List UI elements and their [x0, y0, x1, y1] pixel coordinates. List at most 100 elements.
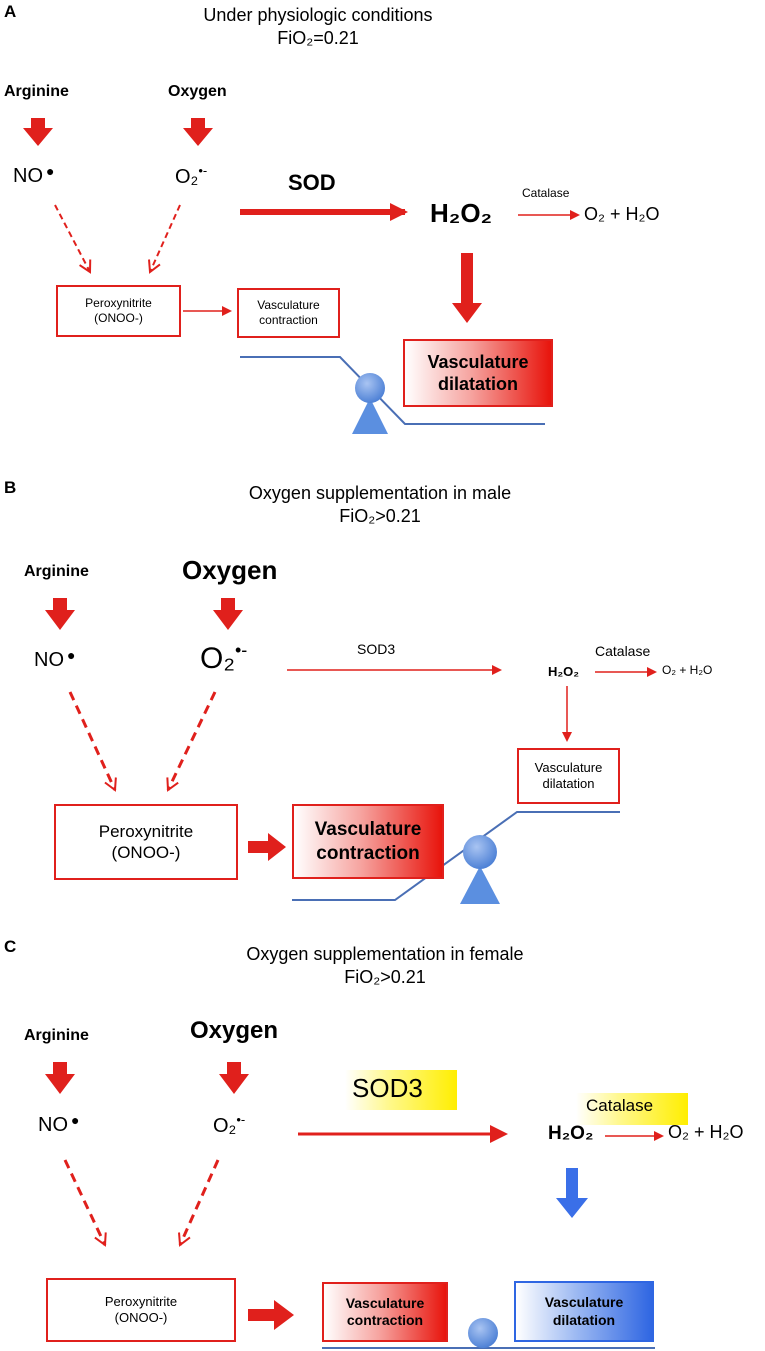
dilatation-line1-b: Vasculature [534, 759, 603, 775]
radical-dot-c: ● [71, 1112, 80, 1128]
balance-pivot-ball-a [355, 373, 385, 403]
superoxide-b: O₂•- [200, 640, 247, 676]
contraction-box-c: Vasculature contraction [322, 1282, 448, 1342]
arginine-down-arrow-a [23, 118, 53, 146]
sod3-label-b: SOD3 [357, 641, 396, 657]
arginine-down-arrow-c [45, 1062, 75, 1094]
arginine-label-c: Arginine [24, 1027, 89, 1044]
sod3-highlight-c [345, 1070, 457, 1110]
no-to-peroxynitrite-dashed-a [54, 204, 90, 272]
panel-a-arrows [23, 118, 580, 434]
arginine-down-arrow-b [45, 598, 75, 630]
o2-superscript-a: •- [198, 163, 208, 178]
peroxynitrite-label-c: Peroxynitrite [104, 1293, 178, 1309]
o2-to-peroxynitrite-dashed-c [180, 1159, 220, 1245]
peroxynitrite-box-c: Peroxynitrite (ONOO-) [46, 1278, 236, 1342]
catalase-label-a: Catalase [522, 186, 570, 200]
dilatation-line1-c: Vasculature [544, 1294, 624, 1310]
oxygen-label-c: Oxygen [190, 1017, 279, 1044]
onoo-label-b: (ONOO-) [111, 843, 181, 862]
peroxynitrite-to-contraction-arrow-c [248, 1300, 294, 1330]
o2-to-peroxynitrite-dashed-a [150, 204, 181, 272]
contraction-line2-c: contraction [346, 1312, 424, 1328]
panel-title-c: Oxygen supplementation in female [246, 944, 524, 964]
o2-text-b: O₂ [200, 642, 235, 675]
products-a: O₂ + H₂O [584, 204, 660, 224]
products-c: O₂ + H₂O [668, 1122, 744, 1142]
o2-text-a: O₂ [175, 166, 199, 188]
contraction-line2-a: contraction [259, 313, 318, 327]
dilatation-line2-b: dilatation [542, 776, 595, 791]
oxygen-down-arrow-b [213, 598, 243, 630]
superoxide-a: O₂•- [175, 163, 207, 189]
nitric-oxide-c: NO● [38, 1112, 79, 1137]
panel-b-arrows [45, 598, 657, 904]
dilatation-line2-a: dilatation [438, 374, 518, 394]
oxygen-label-b: Oxygen [182, 555, 278, 585]
catalase-label-b: Catalase [595, 643, 651, 659]
onoo-label-c: (ONOO-) [114, 1310, 168, 1325]
no-text-a: NO [13, 165, 43, 187]
dilatation-box-a: Vasculature dilatation [403, 339, 553, 407]
fio2-label-c: FiO₂>0.21 [344, 967, 426, 987]
contraction-line1-c: Vasculature [345, 1294, 425, 1311]
sod3-label-c: SOD3 [352, 1073, 423, 1103]
contraction-box-b: Vasculature contraction [292, 804, 444, 879]
panel-label-b: B [4, 478, 17, 497]
balance-beam-b [292, 811, 620, 901]
h2o2-c: H₂O₂ [548, 1123, 594, 1144]
onoo-label-a: (ONOO-) [94, 311, 143, 325]
o2-superscript-b: •- [234, 640, 248, 660]
h2o2-b: H₂O₂ [548, 664, 580, 679]
contraction-box-a: Vasculature contraction [237, 288, 340, 338]
contraction-line1-b: Vasculature [314, 818, 422, 840]
balance-pivot-ball-c [468, 1318, 498, 1348]
fio2-label-a: FiO₂=0.21 [277, 28, 359, 48]
dilatation-line2-c: dilatation [552, 1311, 616, 1328]
dilatation-line1-a: Vasculature [427, 351, 529, 372]
balance-pivot-ball-b [463, 835, 497, 869]
panel-label-a: A [4, 2, 17, 21]
nitric-oxide-a: NO● [13, 163, 54, 188]
balance-pivot-base-b [460, 866, 500, 904]
dilatation-box-b: Vasculature dilatation [517, 748, 620, 804]
no-text-b: NO [34, 649, 64, 671]
arginine-label-b: Arginine [24, 563, 89, 580]
dilatation-box-c: Vasculature dilatation [514, 1281, 654, 1342]
h2o2-a: H₂O₂ [430, 198, 493, 228]
radical-dot-a: ● [46, 163, 55, 179]
products-b: O₂ + H₂O [662, 663, 713, 677]
no-to-peroxynitrite-dashed-b [68, 691, 115, 790]
panel-c-arrows [45, 1062, 664, 1349]
panel-title-a: Under physiologic conditions [203, 5, 433, 25]
superoxide-c: O₂•- [213, 1112, 245, 1138]
o2-to-peroxynitrite-dashed-b [168, 691, 217, 790]
peroxynitrite-box-a: Peroxynitrite (ONOO-) [56, 285, 181, 337]
radical-dot-b: ● [67, 647, 76, 663]
o2-text-c: O₂ [213, 1115, 237, 1137]
no-text-c: NO [38, 1114, 68, 1136]
panel-label-c: C [4, 937, 17, 956]
balance-pivot-base-a [352, 398, 388, 434]
peroxynitrite-box-b: Peroxynitrite (ONOO-) [54, 804, 238, 880]
sod-label-a: SOD [288, 170, 336, 195]
peroxynitrite-label-b: Peroxynitrite [98, 821, 194, 841]
panel-title-b: Oxygen supplementation in male [248, 483, 512, 503]
contraction-line2-b: contraction [316, 842, 420, 864]
contraction-line1-a: Vasculature [257, 298, 320, 312]
h2o2-down-arrow-a [452, 253, 482, 323]
catalase-highlight-c [576, 1093, 688, 1125]
fio2-label-b: FiO₂>0.21 [339, 506, 421, 526]
peroxynitrite-label-a: Peroxynitrite [85, 296, 152, 310]
nitric-oxide-b: NO● [34, 647, 75, 672]
no-to-peroxynitrite-dashed-c [63, 1159, 105, 1245]
h2o2-down-arrow-c [556, 1168, 588, 1218]
arginine-label-a: Arginine [4, 83, 69, 100]
peroxynitrite-to-contraction-arrow-b [248, 833, 286, 861]
catalase-label-c: Catalase [586, 1096, 654, 1115]
oxygen-down-arrow-a [183, 118, 213, 146]
o2-superscript-c: •- [236, 1112, 246, 1127]
oxygen-down-arrow-c [219, 1062, 249, 1094]
oxygen-label-a: Oxygen [168, 83, 227, 100]
